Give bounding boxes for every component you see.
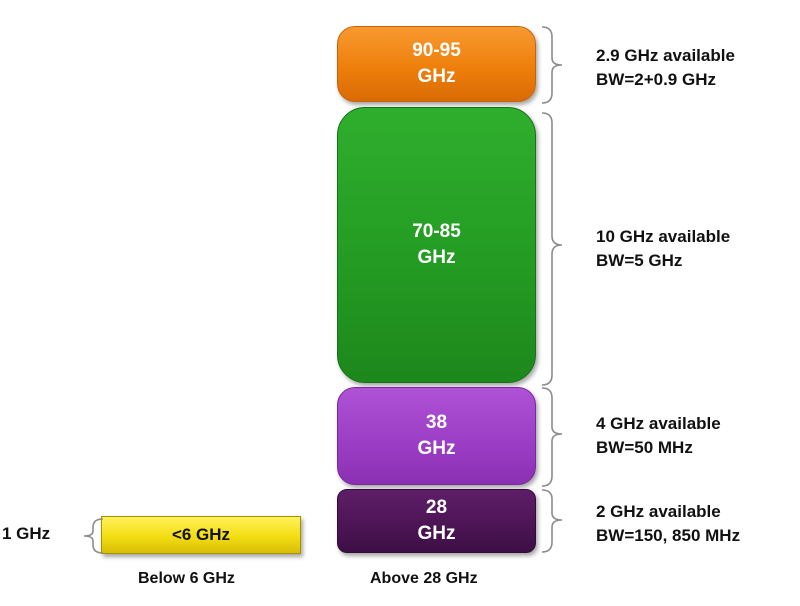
brace-28 — [541, 489, 563, 553]
band-label-line1: 90-95 — [412, 40, 461, 61]
note-below6: 1 GHz — [2, 522, 50, 546]
note-line2: BW=50 MHz — [596, 438, 693, 457]
note-line1: 4 GHz available — [596, 414, 721, 433]
note-below6-text: 1 GHz — [2, 524, 51, 543]
note-line1: 2.9 GHz available — [596, 46, 735, 65]
band-label-line2: GHz — [417, 438, 456, 459]
band-label-line2: GHz — [417, 66, 456, 87]
caption-below-6-ghz: Below 6 GHz — [138, 570, 235, 587]
note-38: 4 GHz available BW=50 MHz — [596, 412, 721, 460]
note-line2: BW=5 GHz — [596, 251, 683, 270]
note-line1: 2 GHz available — [596, 502, 721, 521]
band-28-ghz-block: 28 GHz — [337, 489, 536, 553]
note-line2: BW=2+0.9 GHz — [596, 70, 716, 89]
brace-below6 — [83, 518, 104, 554]
note-90-95: 2.9 GHz available BW=2+0.9 GHz — [596, 44, 735, 92]
band-label-line1: 70-85 — [412, 221, 461, 242]
caption-above-28-ghz: Above 28 GHz — [370, 570, 478, 587]
band-label-line1: 28 — [425, 497, 448, 518]
note-line2: BW=150, 850 MHz — [596, 526, 741, 545]
band-below-6-ghz-block: <6 GHz — [101, 516, 301, 554]
band-38-ghz-block: 38 GHz — [337, 387, 536, 485]
band-90-95-ghz-block: 90-95 GHz — [337, 26, 536, 102]
note-28: 2 GHz available BW=150, 850 MHz — [596, 500, 740, 548]
brace-38 — [541, 387, 563, 487]
note-70-85: 10 GHz available BW=5 GHz — [596, 225, 730, 273]
band-label-line1: 38 — [425, 412, 448, 433]
band-below6-label: <6 GHz — [171, 525, 231, 544]
note-line1: 10 GHz available — [596, 227, 731, 246]
band-label-line2: GHz — [417, 523, 456, 544]
brace-90-95 — [541, 26, 563, 104]
band-70-85-ghz-block: 70-85 GHz — [337, 107, 536, 383]
band-label-line2: GHz — [417, 247, 456, 268]
brace-70-85 — [541, 112, 563, 386]
